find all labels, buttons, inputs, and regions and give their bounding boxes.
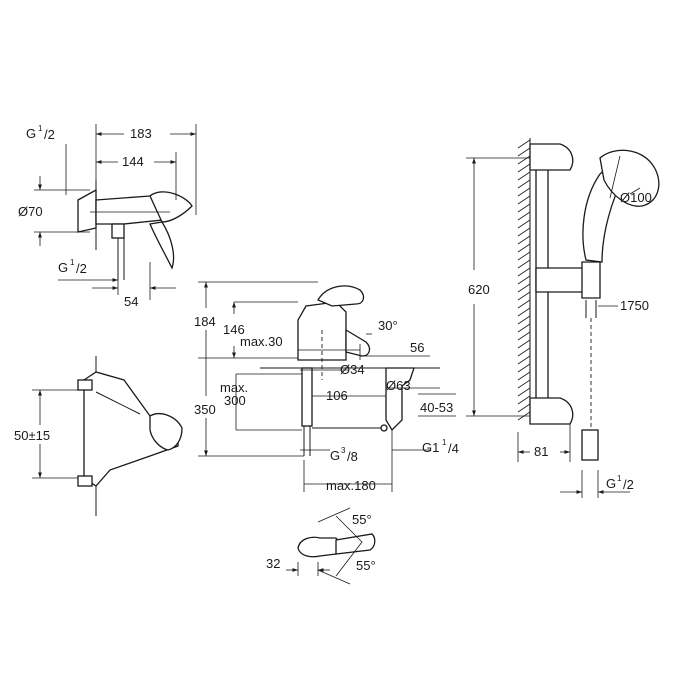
wall-hatch-line [517, 267, 531, 277]
wall-hatch-line [517, 363, 531, 373]
wall-hatch-line [517, 187, 531, 197]
thread-label-g1-1-4: G1 1 /4 [422, 438, 459, 456]
wall-mixer-side-view [77, 180, 193, 280]
dim-50-15: 50±15 [14, 428, 50, 443]
dim-diameter-34: Ø34 [340, 362, 365, 377]
thread-sup: 1 [70, 258, 75, 267]
thread-sub: /2 [44, 127, 55, 142]
wall-hatch-line [517, 395, 531, 405]
dim-106: 106 [326, 388, 348, 403]
dim-146: 146 [223, 322, 245, 337]
shower-hose [581, 300, 599, 461]
thread-main: G [58, 260, 68, 275]
wall-hatch-line [517, 219, 531, 229]
dim-144: 144 [122, 154, 144, 169]
dim-40-53: 40-53 [420, 400, 453, 415]
thread-main: G [606, 476, 616, 491]
thread-main: G [26, 126, 36, 141]
wall-hatch-line [517, 291, 531, 301]
thread-sub: /2 [623, 477, 634, 492]
wall-hatch-line [517, 347, 531, 357]
wall-hatch-line [517, 235, 531, 245]
wall-hatch-line [517, 203, 531, 213]
dim-max-300-line1: max. [220, 380, 248, 395]
wall-hatch-line [517, 403, 531, 413]
wall-hatch-line [517, 171, 531, 181]
thread-main: G [330, 448, 340, 463]
wall-mixer-front-dimensions [32, 389, 78, 479]
wall-hatch-line [517, 211, 531, 221]
wall-hatch-line [517, 355, 531, 365]
dim-56: 56 [410, 340, 424, 355]
basin-mixer-side-view [260, 285, 440, 456]
thread-label-g-3-8: G 3 /8 [330, 446, 358, 464]
dim-diameter-100: Ø100 [620, 190, 652, 205]
wall-hatch-line [517, 195, 531, 205]
dim-angle-55-top: 55° [352, 512, 372, 527]
dim-1750: 1750 [620, 298, 649, 313]
dim-350: 350 [194, 402, 216, 417]
wall-hatch-line [517, 179, 531, 189]
shower-rail [529, 143, 601, 425]
thread-main: G1 [422, 440, 439, 455]
wall-hatch-line [517, 259, 531, 269]
wall-hatch-line [517, 155, 531, 165]
wall-mixer-dimensions [34, 124, 197, 300]
thread-label-g-half-top: G 1 /2 [26, 124, 55, 142]
thread-sub: /4 [448, 441, 459, 456]
wall-hatch-line [517, 147, 531, 157]
basin-mixer-dimensions [198, 281, 456, 492]
dim-diameter-63: Ø63 [386, 378, 411, 393]
thread-sub: /2 [76, 261, 87, 276]
shower-wall-hatch [517, 138, 531, 422]
wall-hatch-line [517, 243, 531, 253]
dim-max-180: max.180 [326, 478, 376, 493]
lever-rotation-detail [286, 507, 376, 585]
wall-mixer-front-view [77, 356, 183, 516]
thread-sup: 1 [38, 124, 43, 133]
wall-hatch-line [517, 307, 531, 317]
dim-diameter-70: Ø70 [18, 204, 43, 219]
wall-hatch-line [517, 139, 531, 149]
wall-hatch-line [517, 163, 531, 173]
wall-hatch-line [517, 227, 531, 237]
wall-hatch-line [517, 331, 531, 341]
hand-shower [582, 149, 660, 263]
thread-sup: 1 [617, 474, 622, 483]
wall-hatch-line [517, 371, 531, 381]
wall-hatch-line [517, 299, 531, 309]
wall-hatch-line [517, 339, 531, 349]
thread-sup: 3 [341, 446, 346, 455]
dim-620: 620 [468, 282, 490, 297]
dim-max-300-line2: 300 [224, 393, 246, 408]
thread-sub: /8 [347, 449, 358, 464]
thread-sup: 1 [442, 438, 447, 447]
wall-hatch-line [517, 323, 531, 333]
dim-angle-30: 30° [378, 318, 398, 333]
wall-hatch-line [517, 275, 531, 285]
dim-183: 183 [130, 126, 152, 141]
dim-angle-55-bottom: 55° [356, 558, 376, 573]
thread-label-g-half-shower: G 1 /2 [606, 474, 634, 492]
wall-hatch-line [517, 387, 531, 397]
thread-label-g-half-bottom: G 1 /2 [58, 258, 87, 276]
dim-81: 81 [534, 444, 548, 459]
wall-hatch-line [517, 379, 531, 389]
wall-hatch-line [517, 315, 531, 325]
dim-max-30: max.30 [240, 334, 283, 349]
dim-32: 32 [266, 556, 280, 571]
dim-184: 184 [194, 314, 216, 329]
shower-dimensions [466, 157, 641, 498]
wall-hatch-line [517, 283, 531, 293]
wall-hatch-line [517, 251, 531, 261]
dim-54: 54 [124, 294, 138, 309]
